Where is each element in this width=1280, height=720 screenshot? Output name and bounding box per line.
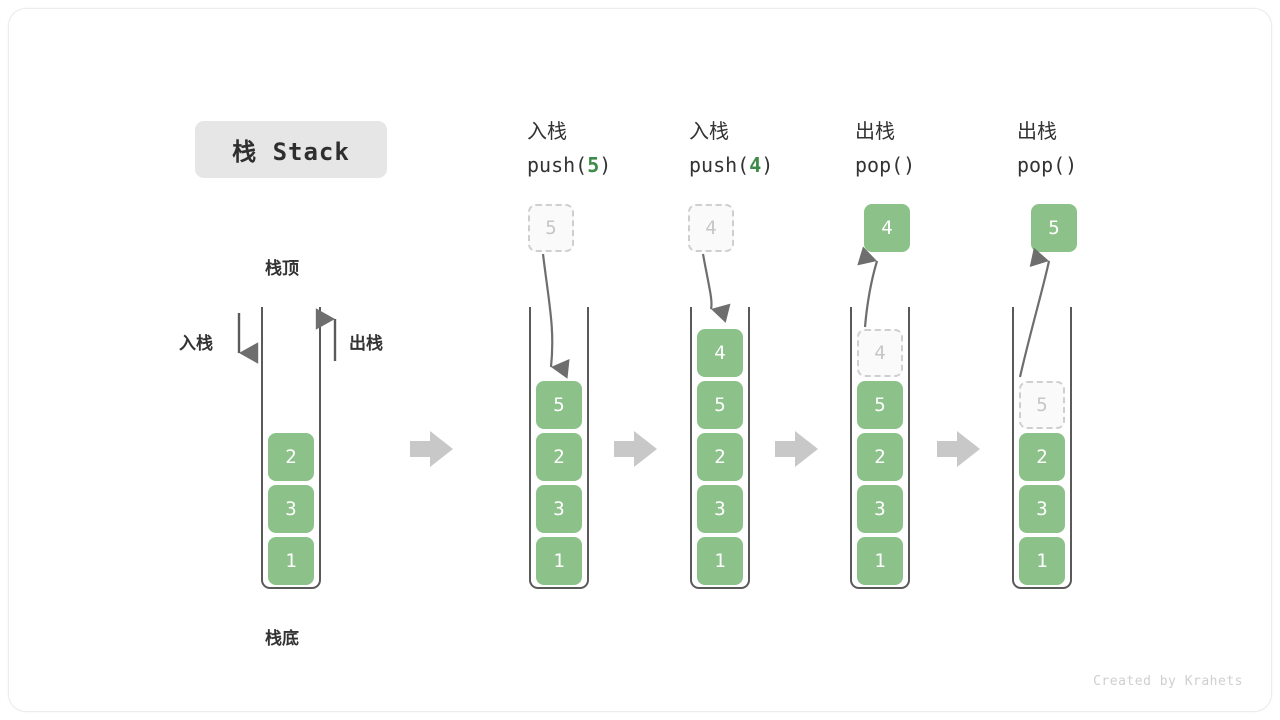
stack-cell: 2 [536,433,582,481]
stack-cell: 1 [1019,537,1065,585]
credit-text: Created by Krahets [1093,674,1243,689]
operation-label-pop-4: 出栈 pop() [855,114,915,182]
floating-cell-push-5: 5 [528,204,574,252]
floating-cell-push-4: 4 [688,204,734,252]
operation-code-suffix-pop-5: ) [1065,153,1078,177]
stack-cell: 2 [268,433,314,481]
stack-cell: 1 [536,537,582,585]
operation-label-push-5: 入栈 push(5) [527,114,611,182]
floating-cell-pop-5: 5 [1031,204,1077,252]
arrows-overlay [237,246,1051,467]
stack-cell: 3 [268,485,314,533]
stack-cells-push-5: 1 3 2 5 [536,377,582,585]
transition-arrow-3 [775,431,818,467]
stack-cell-removed: 4 [857,329,903,377]
stack-walls [850,307,910,589]
floating-cell-pop-4: 4 [864,204,910,252]
pop-direction-label: 出栈 [349,334,383,354]
title-badge: 栈 Stack [195,121,387,178]
stack-cell: 3 [697,485,743,533]
stack-cell: 5 [697,381,743,429]
stack-cell: 2 [1019,433,1065,481]
operation-code-suffix-push-4: ) [761,153,774,177]
stack-cell: 3 [857,485,903,533]
stack-cell: 2 [697,433,743,481]
stack-cells-initial: 1 3 2 [268,429,314,585]
stack-cell: 2 [857,433,903,481]
stack-cell: 1 [857,537,903,585]
diagram-card: 栈 Stack 栈顶 栈底 入栈 出栈 1 3 2 入栈 push(5) 5 1… [8,8,1272,712]
operation-code-num-push-4: 4 [749,153,762,177]
transition-arrow-4 [937,431,980,467]
stack-walls [690,307,750,589]
stack-cell: 4 [697,329,743,377]
operation-code-prefix-push-5: push( [527,153,588,177]
stack-walls [261,307,321,589]
operation-cn-push-4: 入栈 [689,119,729,143]
stack-cell: 1 [268,537,314,585]
stack-cell: 1 [697,537,743,585]
stack-container-push-5: 1 3 2 5 [529,307,589,589]
operation-code-prefix-pop-4: pop( [855,153,904,177]
stack-cells-pop-5: 1 3 2 5 [1019,339,1065,585]
stack-cells-pop-4: 1 3 2 5 4 [857,325,903,585]
stack-cell: 5 [536,381,582,429]
stack-cell: 5 [857,381,903,429]
operation-label-push-4: 入栈 push(4) [689,114,773,182]
operation-code-suffix-push-5: ) [599,153,612,177]
operation-code-prefix-pop-5: pop( [1017,153,1066,177]
operation-cn-pop-4: 出栈 [855,119,895,143]
stack-container-pop-4: 1 3 2 5 4 [850,307,910,589]
operation-code-suffix-pop-4: ) [903,153,916,177]
operation-code-num-push-5: 5 [587,153,600,177]
stack-cells-push-4: 1 3 2 5 4 [697,325,743,585]
stack-cell-removed: 5 [1019,381,1065,429]
operation-label-pop-5: 出栈 pop() [1017,114,1077,182]
stack-container-initial: 1 3 2 [261,307,321,589]
stack-walls [1012,307,1072,589]
transition-arrow-2 [614,431,657,467]
stack-top-label: 栈顶 [265,259,299,279]
title-text: 栈 Stack [232,138,350,166]
transition-arrow-1 [410,431,453,467]
operation-cn-pop-5: 出栈 [1017,119,1057,143]
operation-code-prefix-push-4: push( [689,153,750,177]
stack-bottom-label: 栈底 [265,629,299,649]
stack-walls [529,307,589,589]
stack-cell: 3 [536,485,582,533]
stack-container-pop-5: 1 3 2 5 [1012,307,1072,589]
operation-cn-push-5: 入栈 [527,119,567,143]
stack-cell: 3 [1019,485,1065,533]
push-4-flow-arrow [701,253,731,323]
push-direction-label: 入栈 [179,334,213,354]
stack-container-push-4: 1 3 2 5 4 [690,307,750,589]
